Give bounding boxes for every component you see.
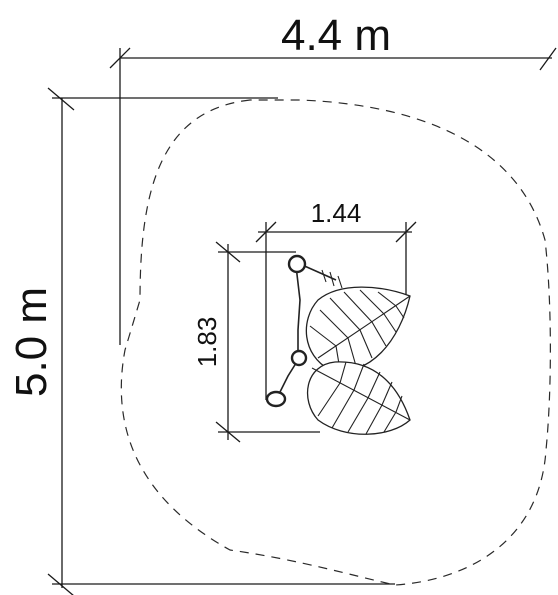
rope-to-leaf bbox=[299, 263, 337, 281]
lower-leaf-midrib bbox=[311, 367, 411, 421]
width-tick-right bbox=[539, 47, 557, 71]
width-tick-left bbox=[109, 47, 131, 69]
middle-ring bbox=[290, 349, 308, 367]
overall-width-label: 4.4 m bbox=[281, 11, 391, 60]
equipment-depth-label: 1.83 bbox=[192, 317, 222, 368]
depth-tick-top bbox=[47, 87, 75, 111]
overall-width-dimension: 4.4 m bbox=[109, 11, 557, 345]
lower-leaf-veins bbox=[317, 361, 403, 435]
swing-seat bbox=[265, 390, 287, 408]
lower-leaf-shape bbox=[306, 361, 411, 435]
rope-knot-2 bbox=[329, 271, 335, 287]
rope-knot-1 bbox=[321, 269, 327, 283]
depth-tick-bottom bbox=[47, 573, 74, 595]
overall-depth-dimension: 5.0 m bbox=[7, 87, 395, 595]
equipment-width-label: 1.44 bbox=[311, 198, 362, 228]
play-equipment bbox=[265, 254, 411, 435]
equip-depth-tick-top bbox=[215, 241, 241, 263]
upper-leaf-midrib bbox=[317, 295, 411, 359]
safety-zone-outline bbox=[120, 99, 551, 586]
upper-leaf-shape bbox=[305, 286, 411, 372]
top-ring bbox=[287, 254, 307, 274]
climbing-rope bbox=[295, 265, 301, 356]
rope-knot-3 bbox=[337, 275, 343, 289]
equip-width-tick-left bbox=[255, 221, 277, 243]
equip-width-tick-right bbox=[395, 221, 417, 243]
equip-depth-tick-bottom bbox=[215, 421, 241, 443]
swing-chain bbox=[279, 359, 299, 393]
overall-depth-label: 5.0 m bbox=[7, 287, 56, 397]
equipment-depth-dimension: 1.83 bbox=[192, 241, 320, 443]
